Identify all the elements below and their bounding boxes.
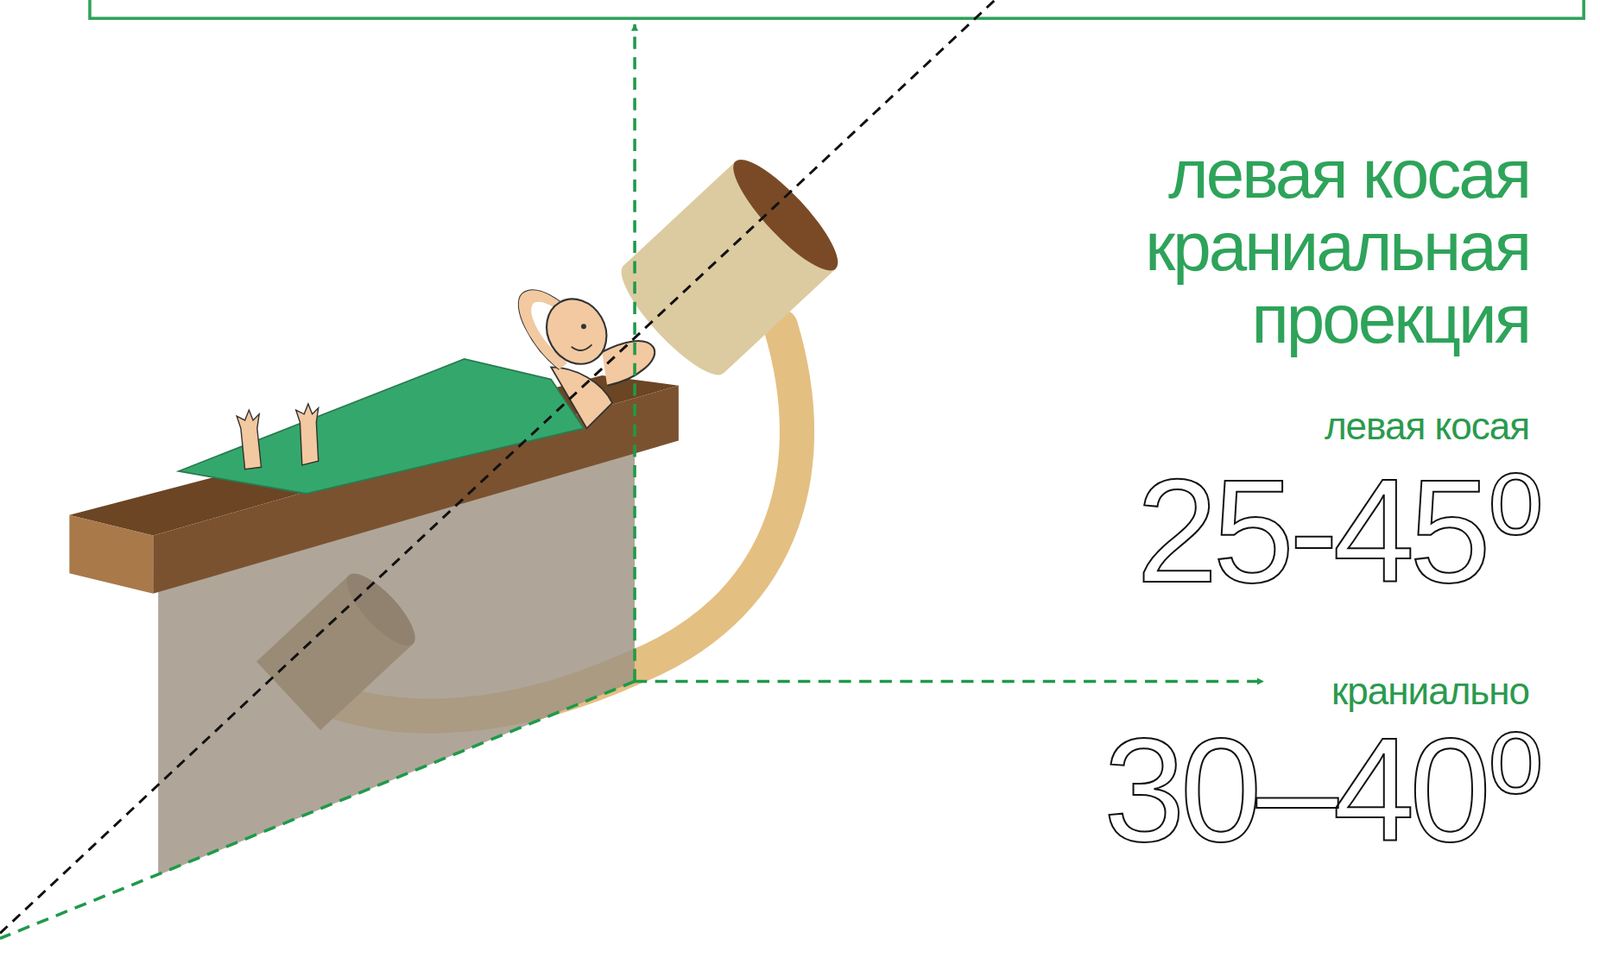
scene <box>0 0 1584 939</box>
label-block: краниально <box>1331 669 1530 715</box>
arm <box>601 341 655 386</box>
angle-value: 30–40⁰ <box>1103 716 1540 864</box>
lateral-axis <box>0 681 635 939</box>
foot <box>236 410 261 470</box>
cranial-axis <box>634 680 1264 684</box>
label-block: 25-45⁰ <box>1136 457 1540 605</box>
table-end <box>69 515 153 595</box>
angle-value: 25-45⁰ <box>1136 457 1540 605</box>
detector-back <box>608 252 740 388</box>
title: левая косая краниальная проекция <box>1080 138 1530 356</box>
eye <box>581 323 587 329</box>
foot <box>296 404 319 466</box>
frame <box>89 0 1584 19</box>
sheet <box>178 359 584 494</box>
head <box>535 288 619 376</box>
detector-body <box>623 161 836 374</box>
direction-label: краниально <box>1331 669 1530 715</box>
beam-axis <box>0 0 995 934</box>
mouth <box>571 344 593 351</box>
label-block: 30–40⁰ <box>1103 716 1540 864</box>
detector-face <box>720 147 851 284</box>
vertical-axis <box>632 24 637 682</box>
title-block: левая косая краниальная проекция <box>1080 138 1530 356</box>
projection-label: левая косая <box>1324 404 1530 450</box>
image-detector <box>608 147 851 388</box>
label-block: левая косая <box>1324 404 1530 450</box>
